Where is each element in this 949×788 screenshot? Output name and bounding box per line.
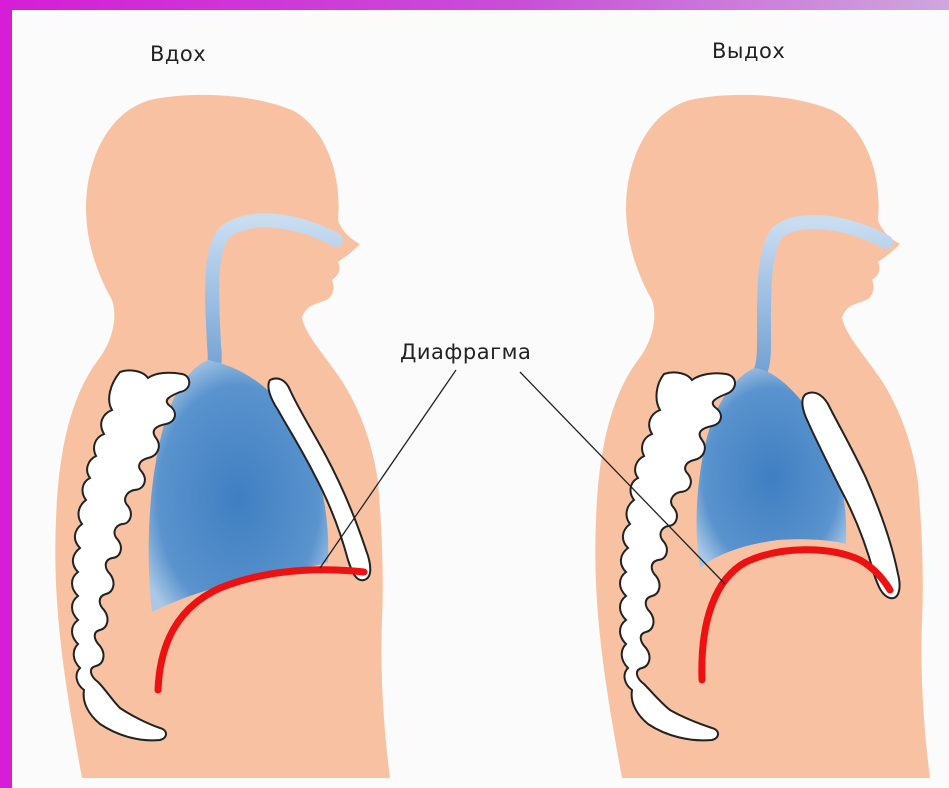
- diaphragm-label: Диафрагма: [400, 340, 531, 364]
- exhale-label: Выдох: [712, 39, 785, 63]
- exhale-figure: [595, 95, 930, 778]
- inhale-figure: [55, 95, 390, 778]
- inhale-label: Вдох: [150, 42, 206, 66]
